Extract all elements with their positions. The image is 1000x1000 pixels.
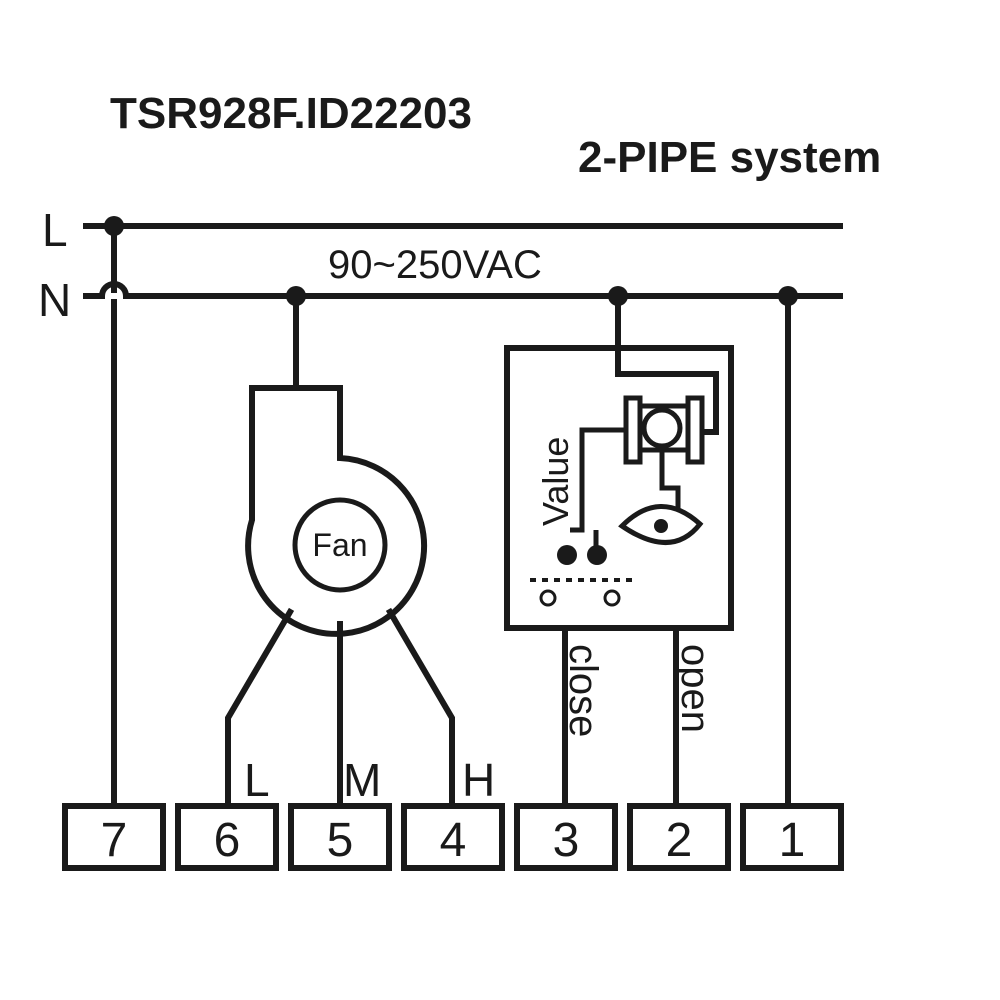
terminal-box-3 (514, 803, 618, 871)
terminal-label-2: 2 (666, 814, 693, 867)
valve-motor-circle (641, 407, 683, 449)
terminal-label-7: 7 (101, 814, 128, 867)
wire-fan-high (385, 607, 455, 809)
fan-speed-high-label: H (462, 754, 495, 806)
terminal-label-5: 5 (327, 814, 354, 867)
valve-terminal-left (539, 589, 557, 607)
terminal-box-6 (175, 803, 279, 871)
terminal-block: 7 6 5 4 3 2 1 (62, 803, 844, 871)
junction-neutral-fan (286, 286, 306, 306)
model-title: TSR928F.ID22203 (110, 89, 472, 138)
valve-contact-right (587, 545, 607, 565)
valve-open-label: open (673, 644, 717, 733)
terminal-box-7 (62, 803, 166, 871)
line-label: L (42, 204, 68, 256)
fan-speed-low-label: L (244, 754, 270, 806)
valve-close-label: close (561, 644, 605, 737)
valve-terminal-right (603, 589, 621, 607)
neutral-label: N (38, 274, 71, 326)
valve-linkage (659, 446, 681, 508)
terminal-box-4 (401, 803, 505, 871)
terminal-box-2 (627, 803, 731, 871)
valve-coil-left (623, 395, 643, 465)
terminal-box-5 (288, 803, 392, 871)
terminal-label-4: 4 (440, 814, 467, 867)
valve-contact-wire (570, 427, 626, 533)
junction-line-terminal-7 (104, 216, 124, 236)
junction-neutral-terminal-1 (778, 286, 798, 306)
terminal-label-6: 6 (214, 814, 241, 867)
system-title: 2-PIPE system (578, 133, 881, 182)
fan-speed-medium-label: M (343, 754, 381, 806)
valve-mechanism (570, 395, 705, 548)
valve-coil-right (685, 395, 705, 465)
terminal-label-1: 1 (779, 814, 806, 867)
junction-neutral-valve (608, 286, 628, 306)
wire-fan-low (225, 607, 295, 809)
terminal-label-3: 3 (553, 814, 580, 867)
terminal-box-1 (740, 803, 844, 871)
valve-contact-left (557, 545, 577, 565)
valve-cam-pivot (654, 519, 668, 533)
fan-label: Fan (312, 527, 367, 563)
fan-rotor-circle (292, 497, 388, 593)
valve-label: Value (535, 437, 576, 526)
wire-valve-neutral (615, 293, 719, 435)
voltage-label: 90~250VAC (328, 243, 542, 287)
